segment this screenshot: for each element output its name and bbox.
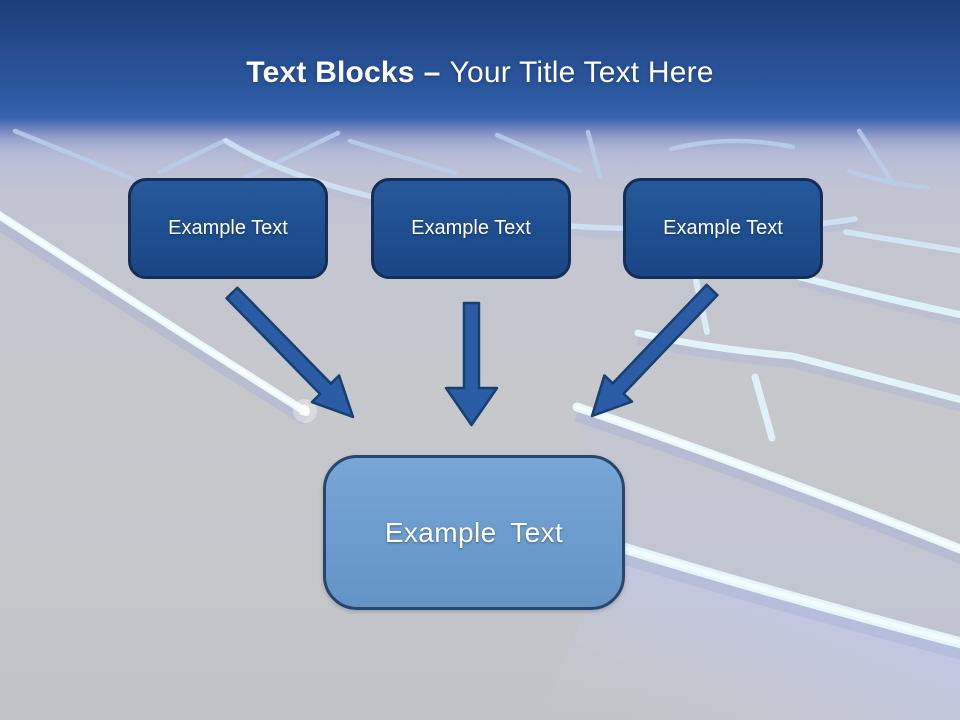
slide-title-rest: Your Title Text Here	[449, 56, 714, 89]
text-block-1-label: Example Text	[168, 217, 288, 239]
slide-title-bold: Text Blocks	[246, 56, 415, 89]
text-block-3: Example Text	[623, 178, 823, 279]
text-block-1: Example Text	[128, 178, 328, 279]
result-block-label: Example Text	[384, 516, 564, 548]
text-block-2-label: Example Text	[411, 217, 531, 239]
slide-title: Text Blocks–Your Title Text Here	[0, 55, 960, 91]
slide-title-separator: –	[423, 56, 441, 89]
text-block-2: Example Text	[371, 178, 571, 279]
text-block-3-label: Example Text	[663, 217, 783, 239]
result-block: Example Text	[323, 455, 625, 610]
